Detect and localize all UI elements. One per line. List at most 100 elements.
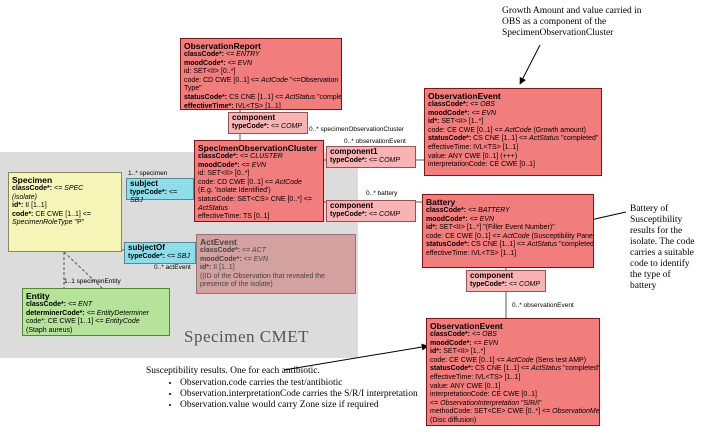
attribute-line: determinerCode*: <= EntityDeterminer [26,309,149,317]
note-line: OBS as a component of the [502,17,607,27]
act-event-title: ActEvent [200,237,237,247]
component1-typecode: typeCode*: <= COMP [330,156,401,164]
multiplicity-observation-event: 0..* observationEvent [344,138,406,145]
attribute-line: moodCode*: <= EVN [198,161,267,169]
subject-of-connector: subjectOf typeCode*: <= SBJ [124,242,196,264]
attribute-line: statusCode: SET<CS> CNE [0..*] <= [198,195,312,203]
attribute-line: id*: II [1..1] [12,202,47,210]
note-line: Battery of [630,204,669,214]
attribute-line: effectiveTime: IVL<TS> [1..1] [430,373,521,381]
subject-typecode: typeCode*: <= SBJ [130,188,178,205]
observation-event-susceptibility-title: ObservationEvent [430,321,503,331]
component1-connector: component1 typeCode*: <= COMP [326,146,416,168]
component-report-title: component [232,113,276,122]
attribute-line: classCode*: <= ENT [26,301,93,308]
attribute-line: code*: CE CWE [1..1] <= [12,210,91,218]
entity-title: Entity [26,291,50,301]
note-bullet: Observation.value would carry Zone size … [180,400,426,411]
specimen-cmet-label: Specimen CMET [184,327,310,346]
attribute-line: classCode*: <= SPEC [12,185,84,192]
attribute-line: classCode*: <= ENTRY [184,51,260,58]
attribute-line: <= ObservationInterpretation "S/R/I" [430,399,542,407]
attribute-line: statusCode*: CS CNE [1..1] <= ActStatus … [430,365,600,373]
attribute-line: classCode*: <= BATTERY [426,207,510,214]
attribute-line: id*: SET<II> [1..*] [428,118,484,126]
note-line: Growth Amount and value carried in [502,6,642,16]
subject-connector: subject typeCode*: <= SBJ [126,178,194,204]
attribute-line: id*: SET<II> [1..*] [430,348,486,356]
attribute-line: code*: CE CWE [1..1] <= EntityCode [26,318,140,326]
attribute-line: (Disc diffusion) [430,416,477,424]
observation-event-growth-title: ObservationEvent [428,91,501,101]
attribute-line: ActStatus [198,204,228,212]
attribute-line: id: SET<II> [0..*] [184,68,236,76]
note-bullet: Observation.interpretationCode carries t… [180,389,426,400]
attribute-line: ((ID of the Observation that revealed th… [200,272,325,280]
battery-title: Battery [426,197,456,207]
component-observation-typecode: typeCode*: <= COMP [470,280,541,288]
attribute-line: (isolate) [12,193,37,201]
attribute-line: code: CD CWE [0..1] <= ActCode [198,178,302,186]
attribute-line: moodCode*: <= EVN [184,59,253,67]
attribute-line: value: ANY CWE [0..1] (+++) [428,152,518,160]
multiplicity-battery: 0..* battery [366,190,398,197]
note-line: SpecimenObservationCluster [502,28,614,38]
attribute-line: Type" [184,85,202,93]
subject-of-title: subjectOf [128,243,165,252]
multiplicity-specimen-observation-cluster: 0..* specimenObservationCluster [309,126,405,133]
note-line: isolate. The code [630,237,695,247]
attribute-line: classCode*: <= CLUSTER [198,153,283,160]
component-battery-title: component [330,201,374,210]
attribute-line: classCode*: <= OBS [430,331,497,338]
attribute-line: effectiveTime: TS [0..1] [198,213,270,221]
component-report-typecode: typeCode*: <= COMP [232,122,303,130]
multiplicity-specimen: 1..* specimen [128,170,168,177]
attribute-line: effectiveTime: IVL<TS> [1..1] [428,143,519,151]
specimen-title: Specimen [12,175,53,185]
attribute-line: code: CD CWE [0..1] <= ActCode "<=Observ… [184,76,339,84]
note-bullet: Observation.code carries the test/antibi… [180,378,426,389]
attribute-line: effectiveTime: IVL<TS> [1..1] [426,249,517,257]
specimen-box: Specimen classCode*: <= SPEC(isolate)id*… [8,172,122,252]
attribute-line: interpretationCode: CE CWE [0..1] [430,391,537,399]
attribute-line: code: CE CWE [0..1] <= ActCode (Suscepti… [426,232,594,240]
susceptibility-note: Susceptibility results. One for each ant… [146,366,426,411]
note-line: the type of [630,270,671,280]
attribute-line: effectiveTime*: IVL<TS> [1..1] [184,102,281,110]
attribute-line: moodCode*: <= EVN [430,339,499,347]
component-battery-connector: component typeCode*: <= COMP [326,200,416,222]
multiplicity-act-event: 0..* actEvent [154,264,191,271]
multiplicity-observation-event-2: 0..* observationEvent [512,302,574,309]
attribute-line: SpecimenRoleType "P" [12,219,85,227]
attribute-line: code: CE CWE [0..1] <= ActCode (Growth a… [428,126,586,134]
component1-title: component1 [330,147,378,156]
attribute-line: code: CE CWE [0..1] <= ActCode (Sens tes… [430,356,587,364]
attribute-line: moodCode*: <= EVN [426,215,495,223]
multiplicity-specimen-entity: 1..1 specimenEntity [64,278,121,285]
specimen-observation-cluster-title: SpecimenObservationCluster [198,143,318,153]
attribute-line: value: ANY CWE [0..1] [430,382,501,390]
observation-report-title: ObservationReport [184,41,261,51]
note-line: carries a suitable [630,248,694,258]
susceptibility-note-list: Observation.code carries the test/antibi… [146,378,426,411]
attribute-line: methodCode: SET<CE> CWE [0..*] <= Observ… [430,408,600,416]
component-observation-title: component [470,271,514,280]
subject-title: subject [130,179,159,188]
attribute-line: statusCode*: CS CNE [1..1] <= ActStatus … [184,93,342,101]
attribute-line: statusCode*: CS CNE [1..1] <= ActStatus … [428,135,599,143]
note-line: Susceptibility [630,215,683,225]
note-line: results for the [630,226,683,236]
note-line: code to identify [630,259,690,269]
susceptibility-note-title: Susceptibility results. One for each ant… [146,366,320,376]
